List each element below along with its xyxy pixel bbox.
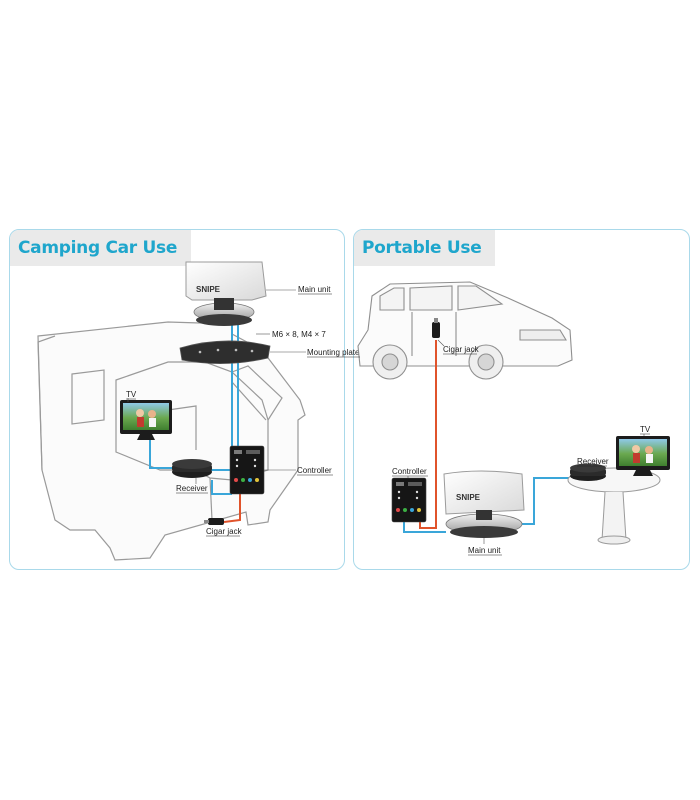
camping-receiver: [172, 459, 212, 478]
portable-main-unit-label: Main unit: [468, 546, 501, 555]
camping-brand-label: SNIPE: [196, 285, 221, 294]
portable-controller: [392, 478, 426, 522]
camping-tv-label: TV: [126, 390, 137, 399]
camping-screws-label: M6 × 8, M4 × 7: [272, 330, 326, 339]
portable-receiver-label: Receiver: [577, 457, 609, 466]
camping-controller-label: Controller: [297, 466, 332, 475]
camping-tv: [120, 400, 172, 440]
camping-receiver-label: Receiver: [176, 484, 208, 493]
portable-controller-label: Controller: [392, 467, 427, 476]
portable-tv-label: TV: [640, 425, 651, 434]
portable-brand-label: SNIPE: [456, 493, 481, 502]
mounting-plate: [180, 341, 270, 364]
suv-outline: [358, 282, 572, 379]
portable-main-unit: SNIPE: [444, 471, 524, 538]
camping-mounting-plate-label: Mounting plate: [307, 348, 360, 357]
camping-main-unit: SNIPE: [186, 262, 266, 326]
camping-main-unit-label: Main unit: [298, 285, 331, 294]
camping-controller: [230, 446, 264, 494]
portable-tv: [616, 436, 670, 476]
camping-cigar-jack-label: Cigar jack: [206, 527, 243, 536]
portable-cigar-jack-label: Cigar jack: [443, 345, 480, 354]
